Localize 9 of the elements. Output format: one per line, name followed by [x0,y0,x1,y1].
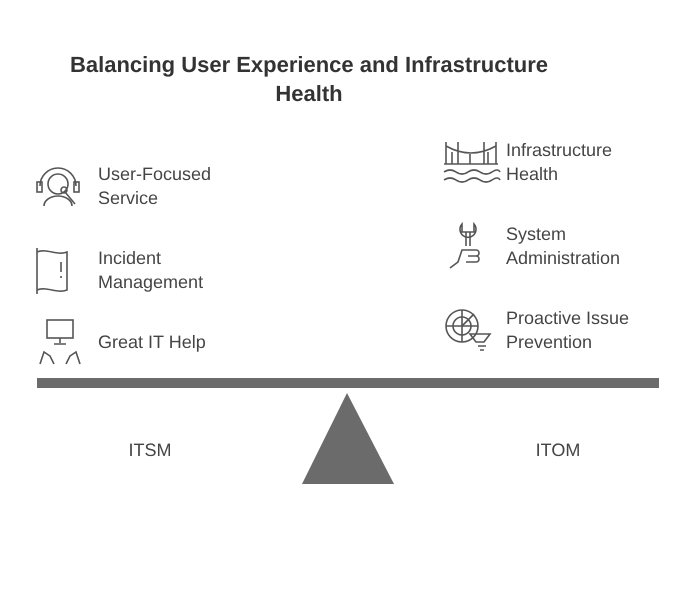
service-label: System Administration [506,223,622,270]
service-label: Infrastructure Health [506,139,614,186]
side-label: ITOM [534,439,582,462]
service-label: Incident Management [98,247,204,294]
service-label: User-Focused Service [98,163,212,210]
service-label: Great IT Help [98,331,207,354]
title: Balancing User Experience and Infrastructure Health [68,51,550,108]
side-label: ITSM [128,439,172,462]
service-label: Proactive Issue Prevention [506,307,630,354]
